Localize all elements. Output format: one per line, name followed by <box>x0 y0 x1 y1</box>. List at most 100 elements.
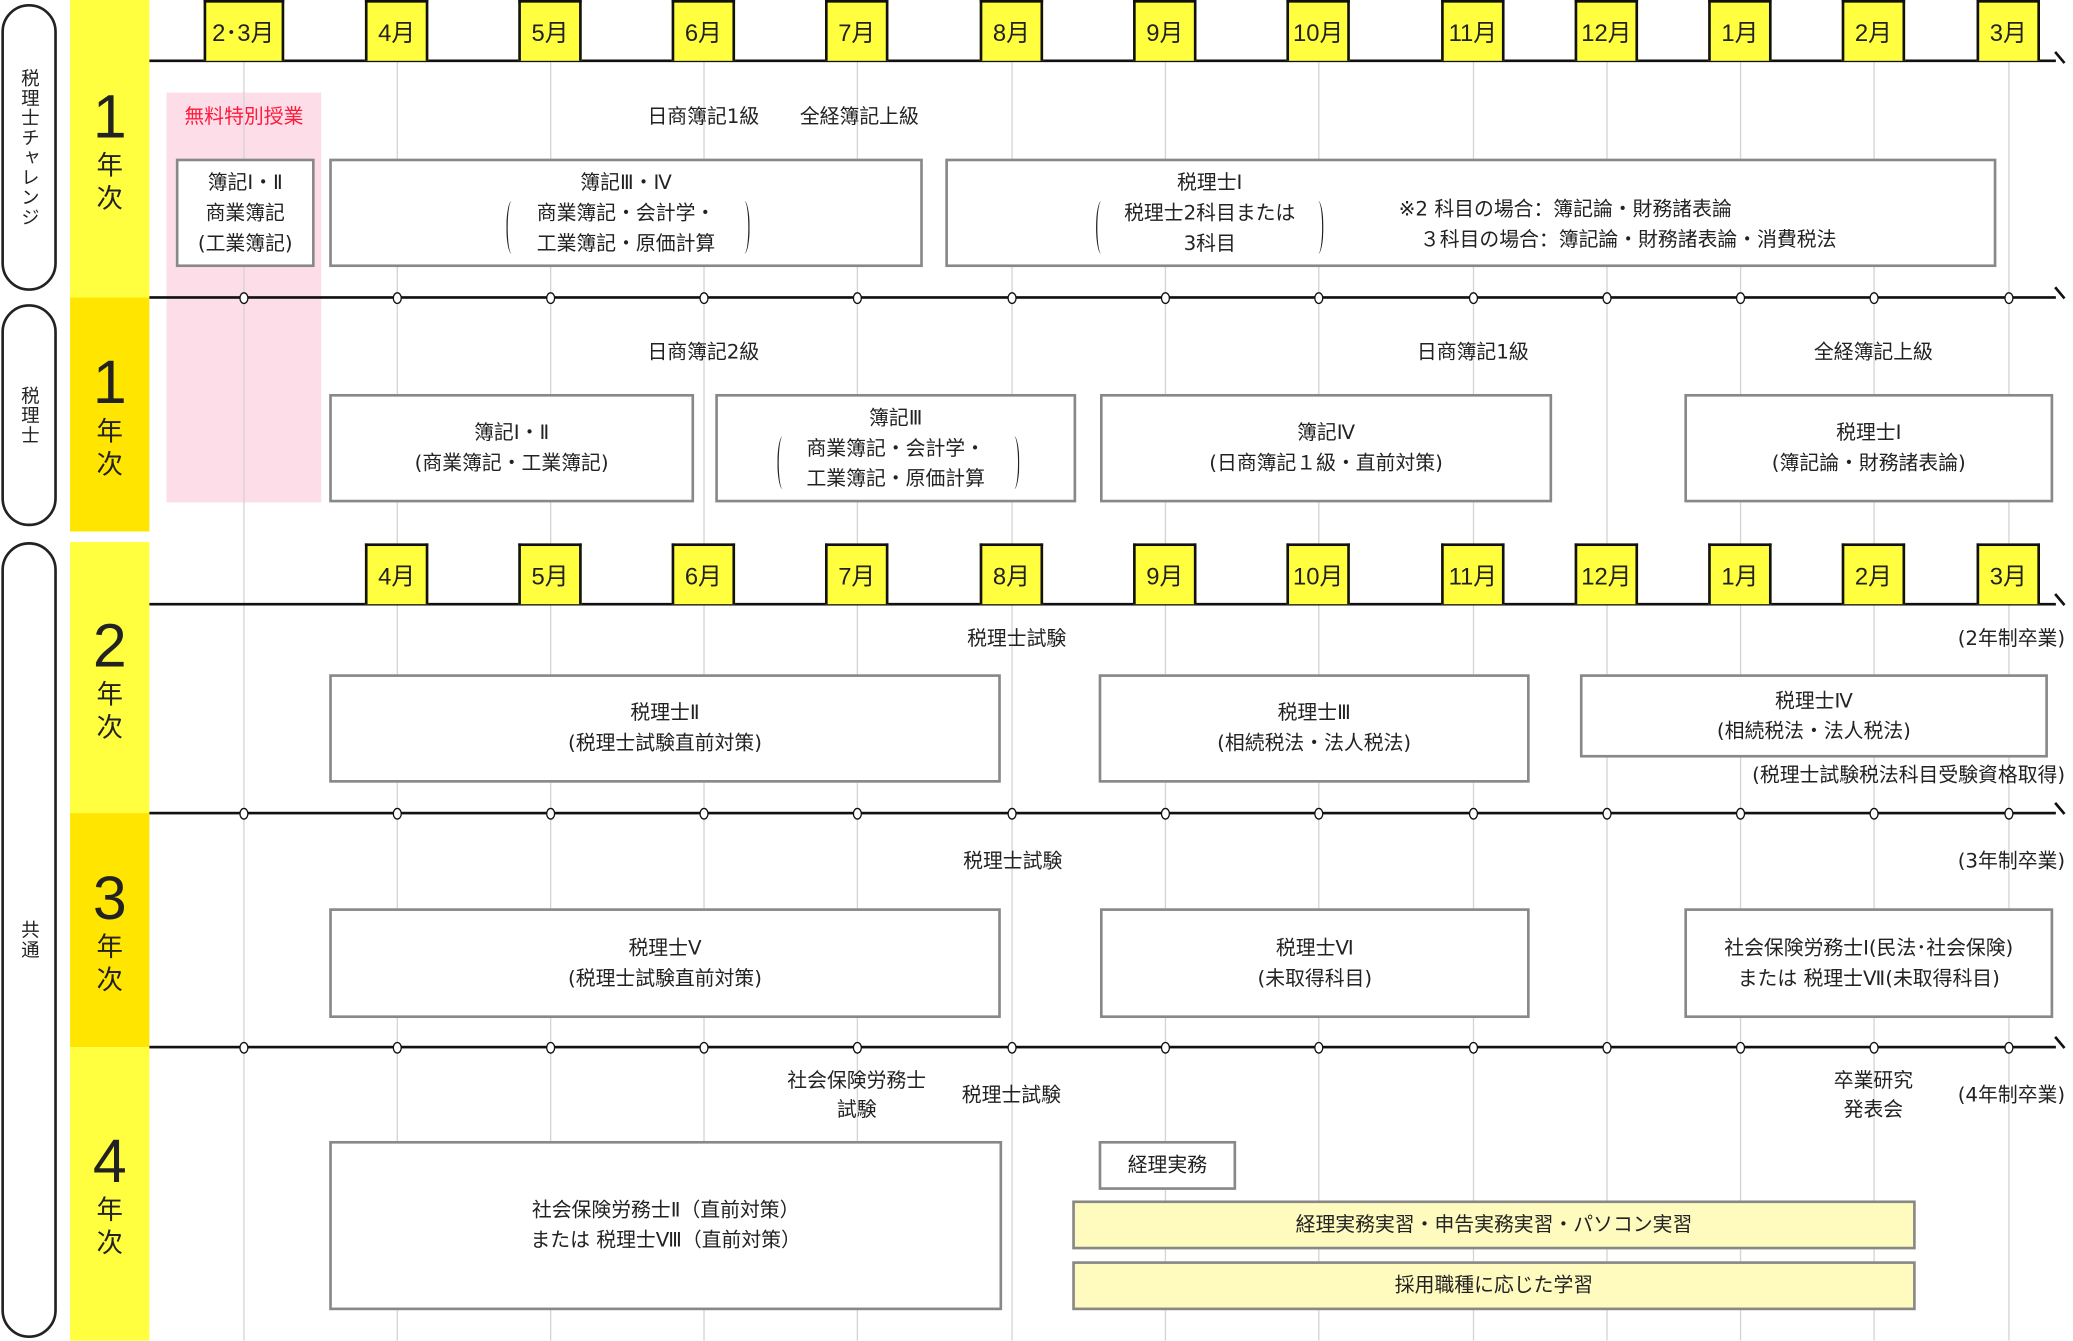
course-title: 簿記Ⅳ <box>1297 420 1356 445</box>
month-marker-second: 1月 <box>1708 543 1772 605</box>
exam-line: 社会保険労務士 <box>787 1068 927 1093</box>
timeline-dot <box>1160 1041 1170 1054</box>
course-detail: 3科目 <box>1183 231 1236 256</box>
course-box: 簿記Ⅲ・Ⅳ 商業簿記・会計学・ 工業簿記・原価計算 <box>329 158 923 268</box>
course-detail: 工業簿記・原価計算 <box>806 466 985 490</box>
timeline-dot <box>852 291 862 304</box>
timeline-dot <box>1006 807 1017 820</box>
timeline-dot <box>238 1041 248 1054</box>
course-detail: (商業簿記・工業簿記) <box>414 450 609 475</box>
timeline-dot <box>1735 1041 1745 1054</box>
course-detail: (未取得科目) <box>1257 965 1373 990</box>
course-detail: (相続税法・法人税法) <box>1217 731 1412 755</box>
exam-label: 税理士試験 <box>967 626 1067 651</box>
course-title: 税理士Ⅲ <box>1277 700 1351 725</box>
group-challenge: 税理士チャレンジ <box>1 3 57 291</box>
month-marker-top: 4月 <box>364 0 429 61</box>
practice-bar: 経理実務実習・申告実務実習・パソコン実習 <box>1072 1200 1916 1250</box>
course-title: 簿記Ⅰ・Ⅱ <box>474 420 550 445</box>
course-title: 経理実務 <box>1127 1152 1208 1177</box>
course-box: 税理士Ⅱ (税理士試験直前対策) <box>329 674 1001 783</box>
bracket-right <box>739 200 750 254</box>
timeline-dot <box>2003 807 2013 820</box>
exam-label: 全経簿記上級 <box>1813 339 1933 364</box>
exam-line: 試験 <box>836 1097 877 1122</box>
year-1-zeirishi: 1 年次 <box>70 297 150 532</box>
course-box: 簿記Ⅳ (日商簿記１級・直前対策) <box>1099 393 1553 503</box>
year-number: 2 <box>92 610 127 679</box>
month-marker-top: 10月 <box>1286 0 1350 61</box>
year-suffix: 次 <box>96 447 123 480</box>
graduation-label: (2年制卒業) <box>1957 626 2066 651</box>
month-marker-top: 5月 <box>518 0 582 61</box>
note-line: ３科目の場合：簿記論・財務諸表論・消費税法 <box>1419 227 1837 252</box>
course-box: 社会保険労務士Ⅱ（直前対策） または 税理士Ⅷ（直前対策） <box>329 1140 1003 1311</box>
timeline-dot <box>1468 807 1478 820</box>
year-1-challenge: 1 年次 <box>70 0 150 298</box>
qualification-note: (税理士試験税法科目受験資格取得) <box>1752 762 2066 787</box>
month-marker-top: 8月 <box>979 0 1044 61</box>
month-marker-top: 12月 <box>1574 0 1639 61</box>
course-title: 税理士Ⅱ <box>630 700 700 725</box>
year-suffix: 次 <box>96 963 123 995</box>
practice-label: 採用職種に応じた学習 <box>1394 1273 1594 1297</box>
timeline-dot <box>1006 1041 1017 1054</box>
timeline-dot <box>1313 1041 1323 1054</box>
timeline-dot <box>545 291 555 304</box>
course-title: 税理士Ⅳ <box>1775 688 1853 712</box>
timeline-dot <box>1868 807 1879 820</box>
month-marker-second: 7月 <box>824 543 889 605</box>
timeline-dot <box>852 807 862 820</box>
month-marker-top: 11月 <box>1441 0 1505 61</box>
timeline-line <box>149 1045 2056 1049</box>
course-box: 簿記Ⅰ・Ⅱ 商業簿記 (工業簿記) <box>175 158 315 268</box>
timeline-line <box>149 296 2056 299</box>
year-suffix: 次 <box>96 710 123 743</box>
year-suffix: 年 <box>96 930 123 962</box>
month-marker-second: 9月 <box>1133 543 1197 605</box>
group-label: 共通 <box>18 920 40 960</box>
exam-label: 日商簿記2級 <box>647 339 760 364</box>
course-title: 簿記Ⅲ <box>869 405 923 430</box>
course-detail: または 税理士Ⅷ（直前対策） <box>530 1228 801 1253</box>
course-detail: (税理士試験直前対策) <box>568 965 763 990</box>
group-label: 税理士チャレンジ <box>18 68 40 227</box>
timeline-dot <box>238 291 248 304</box>
subject-note: ※2 科目の場合：簿記論・財務諸表論 ３科目の場合：簿記論・財務諸表論・消費税法 <box>1399 194 1837 255</box>
timeline-dot <box>545 1041 555 1054</box>
month-marker-top: 7月 <box>824 0 889 61</box>
course-box <box>945 158 1997 268</box>
research-line: 卒業研究 <box>1833 1068 1914 1093</box>
course-title: 社会保険労務士Ⅰ(民法･社会保険) <box>1724 935 2014 960</box>
year-suffix: 次 <box>96 181 123 214</box>
timeline-dot <box>1006 291 1017 304</box>
timeline-dot <box>1313 291 1323 304</box>
month-marker-top: 9月 <box>1133 0 1197 61</box>
month-marker-top: 3月 <box>1976 0 2041 61</box>
timeline-dot <box>1735 291 1745 304</box>
month-marker-second: 6月 <box>671 543 736 605</box>
month-marker-second: 10月 <box>1286 543 1350 605</box>
year-suffix: 年 <box>96 1193 123 1226</box>
year-number: 1 <box>92 81 127 151</box>
course-title: 簿記Ⅰ・Ⅱ <box>207 169 283 194</box>
course-title: 税理士Ⅰ <box>1836 420 1902 445</box>
timeline-dot <box>392 291 402 304</box>
bracket-left <box>506 200 517 254</box>
year-suffix: 次 <box>96 1226 123 1259</box>
timeline-dot <box>545 807 555 820</box>
timeline-dot <box>1868 1041 1879 1054</box>
course-title: 税理士Ⅰ <box>1177 170 1243 195</box>
timeline-dot <box>1468 291 1478 304</box>
course-detail: (工業簿記) <box>197 230 293 255</box>
course-title: 社会保険労務士Ⅱ（直前対策） <box>531 1197 800 1222</box>
group-common: 共通 <box>1 542 57 1338</box>
month-marker-top: 2月 <box>1841 0 1906 61</box>
graduation-label: (4年制卒業) <box>1957 1082 2066 1107</box>
course-box: 税理士Ⅲ (相続税法・法人税法) <box>1098 674 1530 783</box>
month-gridline <box>1011 62 1013 1341</box>
timeline-dot <box>1601 291 1611 304</box>
timeline-dot <box>698 1041 708 1054</box>
month-marker-second: 2月 <box>1841 543 1906 605</box>
year-suffix: 年 <box>96 414 123 447</box>
